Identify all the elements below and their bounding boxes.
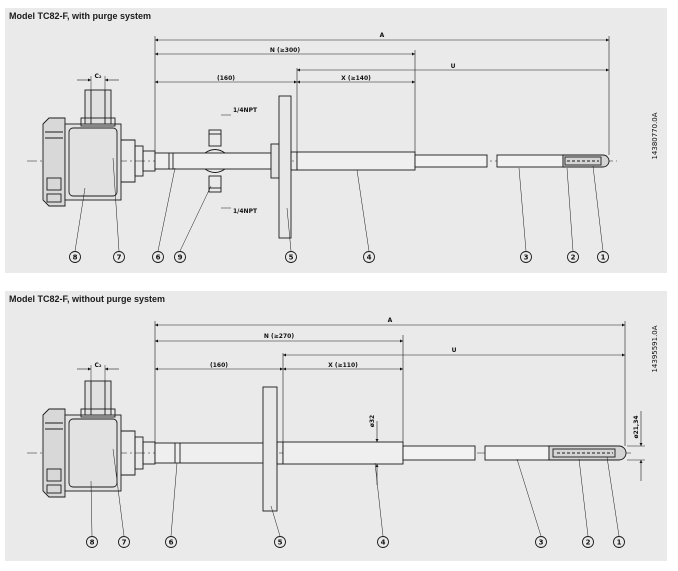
- dim-d32: ø32: [369, 415, 376, 427]
- diagram-title: Model TC82-F, without purge system: [9, 294, 166, 304]
- diagram-panel-without-purge: Model TC82-F, without purge system: [5, 291, 667, 561]
- technical-drawing-with-purge: A N (≥300) U (160) X (≥140) C₂ 1/4NPT 1/…: [27, 32, 659, 263]
- document-number: 14380770.0A: [651, 112, 659, 159]
- callout-label: 4: [381, 539, 386, 547]
- callout-label: 5: [289, 254, 294, 262]
- callout-label: 3: [524, 254, 529, 262]
- callout-label: 6: [156, 254, 161, 262]
- dim-a: A: [388, 317, 393, 324]
- callout-label: 5: [278, 539, 283, 547]
- diagram-panel-with-purge: Model TC82-F, with purge system: [5, 8, 667, 273]
- document-number: 14395591.0A: [651, 325, 659, 372]
- dim-d2134: ø21,34: [633, 415, 640, 438]
- dim-160: (160): [217, 75, 235, 82]
- callout-label: 7: [117, 254, 122, 262]
- dim-npt-top: 1/4NPT: [233, 107, 258, 114]
- dim-u: U: [452, 347, 457, 354]
- callout-label: 9: [178, 254, 183, 262]
- protection-tube: [282, 441, 627, 465]
- callout-label: 1: [617, 539, 622, 547]
- callout-label: 8: [73, 254, 78, 262]
- callout-label: 2: [571, 254, 576, 262]
- purge-connection: [204, 114, 231, 209]
- diagram-title: Model TC82-F, with purge system: [9, 11, 152, 21]
- dim-a: A: [380, 32, 385, 39]
- dim-n: N (≥300): [270, 47, 300, 54]
- callout-label: 1: [601, 254, 606, 262]
- dim-x: X (≥110): [328, 362, 358, 369]
- callout-label: 4: [367, 254, 372, 262]
- flange: [270, 95, 298, 239]
- protection-tube: [296, 151, 610, 171]
- callout-label: 3: [539, 539, 544, 547]
- dim-npt-bottom: 1/4NPT: [233, 208, 258, 215]
- callout-label: 7: [122, 539, 127, 547]
- dim-c: C₂: [94, 362, 101, 369]
- callout-label: 2: [586, 539, 591, 547]
- dim-c: C₂: [94, 73, 101, 80]
- extension-tube: [154, 152, 280, 170]
- dim-n: N (≥270): [264, 333, 294, 340]
- terminal-head: [42, 117, 156, 207]
- technical-drawing-without-purge: A N (≥270) U (160) X (≥110) C₂ ø32 ø21,3…: [27, 317, 659, 548]
- terminal-head: [42, 408, 156, 498]
- dim-x: X (≥140): [341, 75, 371, 82]
- callout-label: 6: [169, 539, 174, 547]
- cable-gland: [80, 89, 116, 127]
- dim-160: (160): [210, 362, 228, 369]
- flange: [262, 386, 284, 512]
- cable-gland: [80, 380, 116, 418]
- dim-u: U: [451, 63, 456, 70]
- callout-label: 8: [90, 539, 95, 547]
- extension-tube: [154, 442, 266, 464]
